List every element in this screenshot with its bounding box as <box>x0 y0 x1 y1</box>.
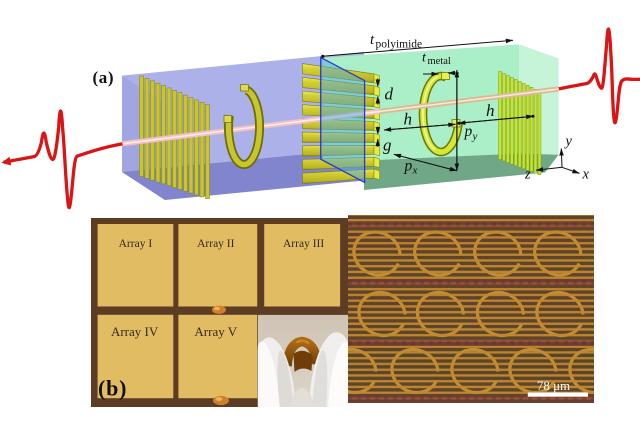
svg-text:Array IV: Array IV <box>111 324 159 339</box>
svg-text:polyimide: polyimide <box>376 39 423 51</box>
svg-text:Array III: Array III <box>283 238 324 250</box>
svg-text:z: z <box>524 167 531 183</box>
svg-text:y: y <box>472 131 478 143</box>
svg-text:h: h <box>486 101 495 120</box>
svg-text:t: t <box>422 51 427 66</box>
svg-text:metal: metal <box>428 56 451 67</box>
svg-text:78 μm: 78 μm <box>537 378 570 393</box>
svg-text:p: p <box>404 158 413 175</box>
svg-text:t: t <box>370 32 375 48</box>
svg-text:g: g <box>383 136 392 155</box>
svg-text:d: d <box>385 85 394 104</box>
svg-text:Array I: Array I <box>119 238 153 250</box>
svg-text:Array V: Array V <box>194 324 237 339</box>
svg-text:y: y <box>564 134 573 150</box>
svg-text:p: p <box>464 123 473 140</box>
svg-text:x: x <box>582 167 590 183</box>
svg-text:(a): (a) <box>93 68 115 87</box>
svg-text:(b): (b) <box>98 376 127 401</box>
svg-text:x: x <box>412 165 418 177</box>
svg-text:h: h <box>404 110 413 129</box>
svg-text:Array II: Array II <box>197 238 235 250</box>
